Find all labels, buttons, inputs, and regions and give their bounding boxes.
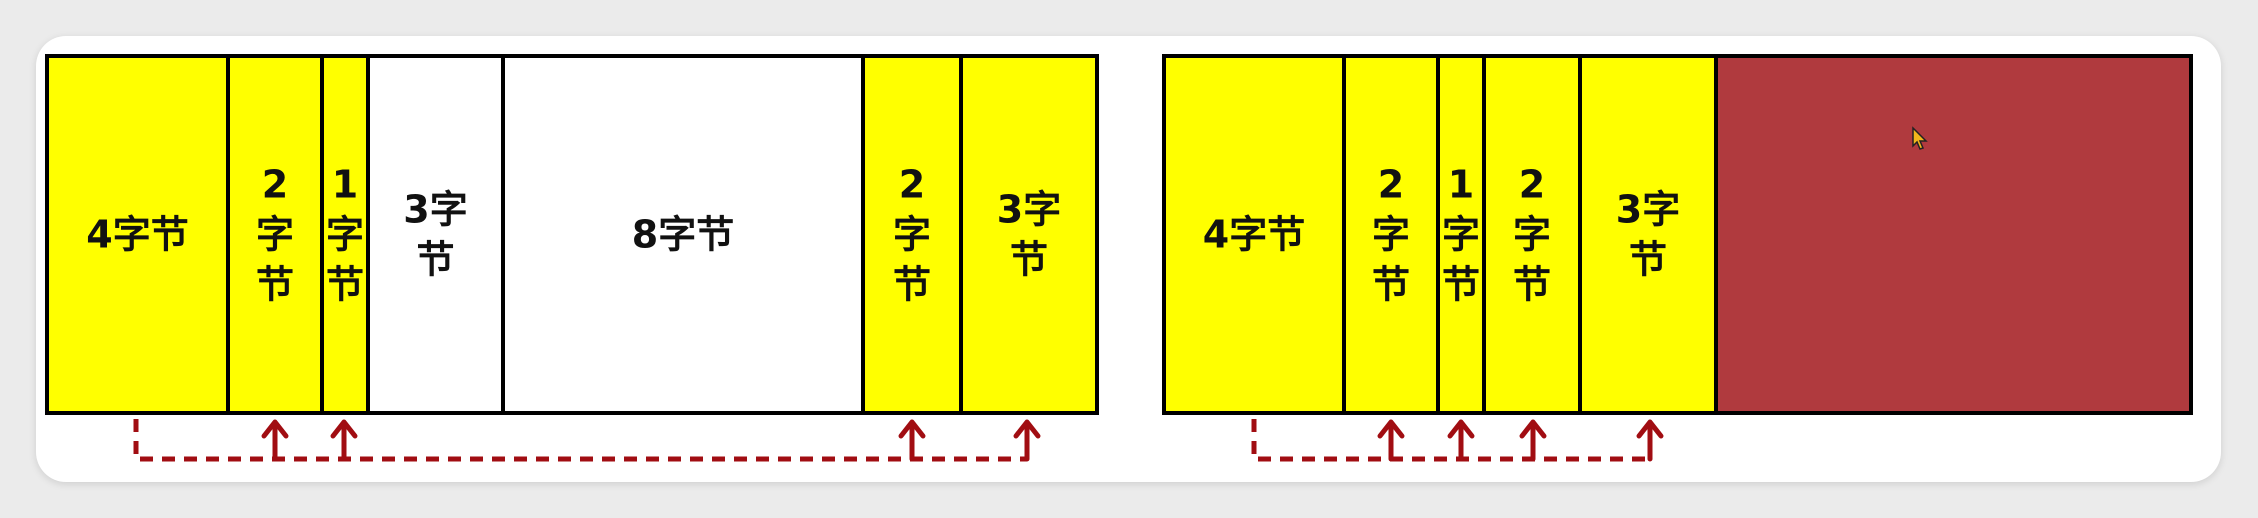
left-block-a-rect [45, 54, 230, 415]
right-block-b: 2 字节 [1342, 54, 1440, 415]
right-block-a-label: 4字节 [1203, 213, 1305, 257]
right-block-c-label: 1 [1448, 163, 1474, 207]
arrow-up-icon [898, 419, 926, 439]
right-block-a-rect [1162, 54, 1346, 415]
right-block-b-label: 2 [1378, 163, 1404, 207]
right-block-c-rect [1436, 54, 1486, 415]
left-block-c-label: 节 [326, 263, 364, 307]
left-block-e-rect [501, 54, 865, 415]
left-block-g: 3字节 [959, 54, 1099, 415]
left-block-b: 2 字节 [226, 54, 324, 415]
mouse-pointer-icon [1912, 126, 1928, 150]
arrow-up-icon [1447, 419, 1475, 439]
left-block-g-label: 3字 [997, 188, 1061, 232]
arrow-up-icon [1377, 419, 1405, 439]
left-block-e: 8字节 [501, 54, 865, 415]
right-block-b-rect [1342, 54, 1440, 415]
right-block-g: 3字节 [1578, 54, 1718, 415]
left-block-c-label: 1 [332, 163, 358, 207]
left-block-f-rect [861, 54, 963, 415]
arrow-up-icon [1519, 419, 1547, 439]
left-block-a: 4字节 [45, 54, 230, 415]
left-block-d-label: 3字 [403, 188, 467, 232]
left-block-g-label: 节 [1010, 238, 1048, 282]
arrow-up-icon [1013, 419, 1041, 439]
right-block-b-label: 字 [1372, 213, 1410, 257]
right-block-b-label: 节 [1372, 263, 1410, 307]
left-block-b-label: 字 [256, 213, 294, 257]
left-block-a-label: 4字节 [86, 213, 188, 257]
left-block-d: 3字节 [366, 54, 505, 415]
right-block-f-rect [1482, 54, 1582, 415]
right-block-c-label: 字 [1442, 213, 1480, 257]
left-block-b-label: 节 [256, 263, 294, 307]
right-pointer-chain [1251, 419, 1664, 462]
right-block-f-label: 字 [1513, 213, 1551, 257]
left-block-f-label: 字 [893, 213, 931, 257]
arrow-up-icon [261, 419, 289, 439]
left-block-d-label: 节 [416, 238, 454, 282]
right-block-f-label: 2 [1519, 163, 1545, 207]
left-block-c-rect [320, 54, 370, 415]
left-block-c: 1 字节 [320, 54, 370, 415]
right-block-g-rect [1578, 54, 1718, 415]
left-block-d-rect [366, 54, 505, 415]
right-block-f: 2 字节 [1482, 54, 1582, 415]
left-block-c-label: 字 [326, 213, 364, 257]
left-block-f: 2 字节 [861, 54, 963, 415]
arrow-up-icon [330, 419, 358, 439]
left-block-f-label: 节 [893, 263, 931, 307]
left-block-b-label: 2 [262, 163, 288, 207]
left-pointer-chain [133, 419, 1041, 462]
right-block-free-rect [1714, 54, 2193, 415]
right-block-free [1714, 54, 2193, 415]
left-block-f-label: 2 [899, 163, 925, 207]
right-block-g-label: 节 [1629, 238, 1667, 282]
right-block-a: 4字节 [1162, 54, 1346, 415]
arrow-up-icon [1636, 419, 1664, 439]
right-block-g-label: 3字 [1616, 188, 1680, 232]
right-block-c-label: 节 [1442, 263, 1480, 307]
left-block-e-label: 8字节 [632, 213, 734, 257]
left-block-b-rect [226, 54, 324, 415]
right-block-c: 1 字节 [1436, 54, 1486, 415]
right-pointer-line [1251, 419, 1650, 462]
right-block-f-label: 节 [1513, 263, 1551, 307]
left-block-g-rect [959, 54, 1099, 415]
